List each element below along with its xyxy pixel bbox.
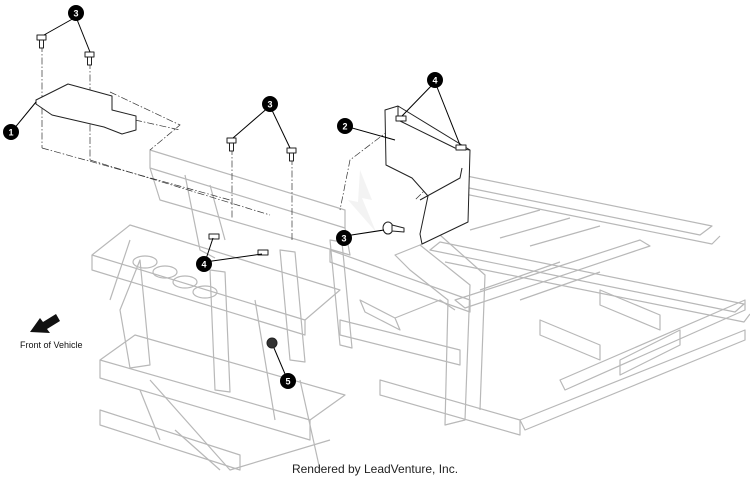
bolt-part [382,221,405,235]
callout-4: 4 [427,72,443,88]
bolt-part [36,34,47,49]
callout-3: 3 [262,96,278,112]
floor-plate-part [35,83,137,135]
bolt-part [286,147,297,162]
callout-3: 3 [68,5,84,21]
clip-part [257,249,269,256]
callout-2: 2 [337,118,353,134]
svg-text:3: 3 [73,9,78,19]
clip-part [208,233,220,240]
bolt-part [226,137,237,152]
callout-4: 4 [196,256,212,272]
svg-text:2: 2 [342,122,347,132]
svg-text:3: 3 [341,234,346,244]
clip-part [455,144,467,151]
watermark-logo [348,170,376,232]
callout-5: 5 [280,373,296,389]
callouts: 1 2 3 3 3 4 4 5 [3,5,443,389]
svg-text:4: 4 [201,260,206,270]
parts [35,34,471,349]
svg-text:1: 1 [8,128,13,138]
callout-1: 1 [3,124,19,140]
front-direction-arrow-icon [30,314,60,333]
callout-3: 3 [336,230,352,246]
vehicle-frame [91,149,750,471]
front-of-vehicle-label: Front of Vehicle [20,340,83,350]
render-credit: Rendered by LeadVenture, Inc. [291,462,459,476]
svg-text:3: 3 [267,100,272,110]
svg-text:4: 4 [432,76,437,86]
heat-shield-part [384,105,471,245]
svg-text:5: 5 [285,377,290,387]
grommet-part [266,337,278,349]
bolt-part [84,51,95,66]
clip-part [395,115,407,122]
